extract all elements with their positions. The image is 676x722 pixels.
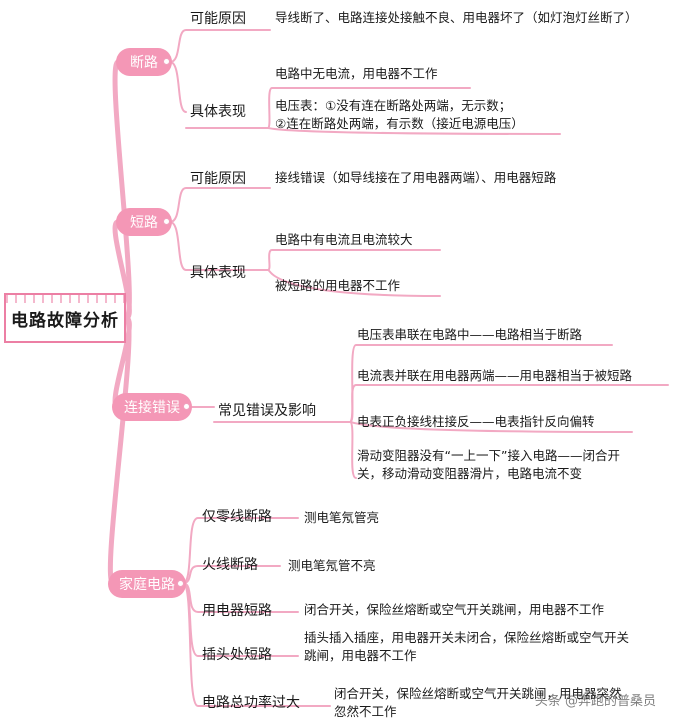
short-cause-text: 接线错误（如导线接在了用电器两端）、用电器短路 [275, 170, 557, 185]
open-cause-text: 导线断了、电路连接处接触不良、用电器坏了（如灯泡灯丝断了） [275, 10, 638, 25]
node-dot [163, 218, 170, 225]
wiring-item-2: 电流表并联在用电器两端——用电器相当于被短路 [357, 368, 633, 383]
home-plug-text-1: 插头插入插座，用电器开关未闭合，保险丝熔断或空气开关 [304, 630, 630, 645]
branch-open-circuit: 断路 [116, 48, 172, 76]
open-symptom-2a: 电压表：①没有连在断路处两端，无示数； [275, 98, 512, 113]
home-overload-text-2: 忽然不工作 [334, 704, 397, 719]
home-neutral-text: 测电笔氖管亮 [304, 510, 380, 525]
node-dot [183, 403, 190, 410]
watermark: 头条 @奔跑的普桑员 [534, 694, 656, 709]
branch-wiring-label: 连接错误 [124, 400, 180, 416]
home-neutral-label: 仅零线断路 [202, 509, 272, 525]
node-dot [177, 580, 184, 587]
home-appliance-label: 用电器短路 [202, 603, 272, 619]
home-live-text: 测电笔氖管不亮 [288, 558, 376, 573]
wiring-sub-label: 常见错误及影响 [218, 403, 316, 419]
root-node: 电路故障分析 [4, 293, 126, 343]
home-overload-text-1: 闭合开关，保险丝熔断或空气开关跳闸，用电器突然 [334, 686, 622, 701]
wiring-item-4b: 关，移动滑动变阻器滑片，电路电流不变 [357, 466, 583, 481]
open-symptom-1: 电路中无电流，用电器不工作 [275, 66, 438, 81]
home-overload-label: 电路总功率过大 [202, 695, 300, 711]
open-symptom-label: 具体表现 [190, 104, 246, 120]
short-symptom-2: 被短路的用电器不工作 [275, 278, 401, 293]
home-live-label: 火线断路 [202, 557, 258, 573]
open-symptom-2b: ②连在断路处两端，有示数（接近电源电压） [275, 116, 524, 131]
wiring-item-4a: 滑动变阻器没有“一上一下”接入电路——闭合开 [357, 448, 620, 463]
home-appliance-text: 闭合开关，保险丝熔断或空气开关跳闸，用电器不工作 [304, 602, 605, 617]
short-symptom-1: 电路中有电流且电流较大 [275, 232, 413, 247]
wiring-item-3: 电表正负接线柱接反——电表指针反向偏转 [357, 414, 595, 429]
branch-open-label: 断路 [130, 55, 158, 71]
branch-home-label: 家庭电路 [119, 577, 175, 593]
home-plug-label: 插头处短路 [202, 647, 272, 663]
branch-wiring-error: 连接错误 [112, 393, 192, 421]
wiring-item-1: 电压表串联在电路中——电路相当于断路 [357, 327, 583, 342]
short-cause-label: 可能原因 [190, 171, 246, 187]
branch-short-circuit: 短路 [116, 208, 172, 236]
open-cause-label: 可能原因 [190, 11, 246, 27]
short-symptom-label: 具体表现 [190, 265, 246, 281]
root-title: 电路故障分析 [11, 310, 119, 331]
branch-short-label: 短路 [130, 215, 158, 231]
branch-home-circuit: 家庭电路 [108, 570, 186, 598]
node-dot [163, 58, 170, 65]
home-plug-text-2: 跳闸，用电器不工作 [304, 648, 417, 663]
